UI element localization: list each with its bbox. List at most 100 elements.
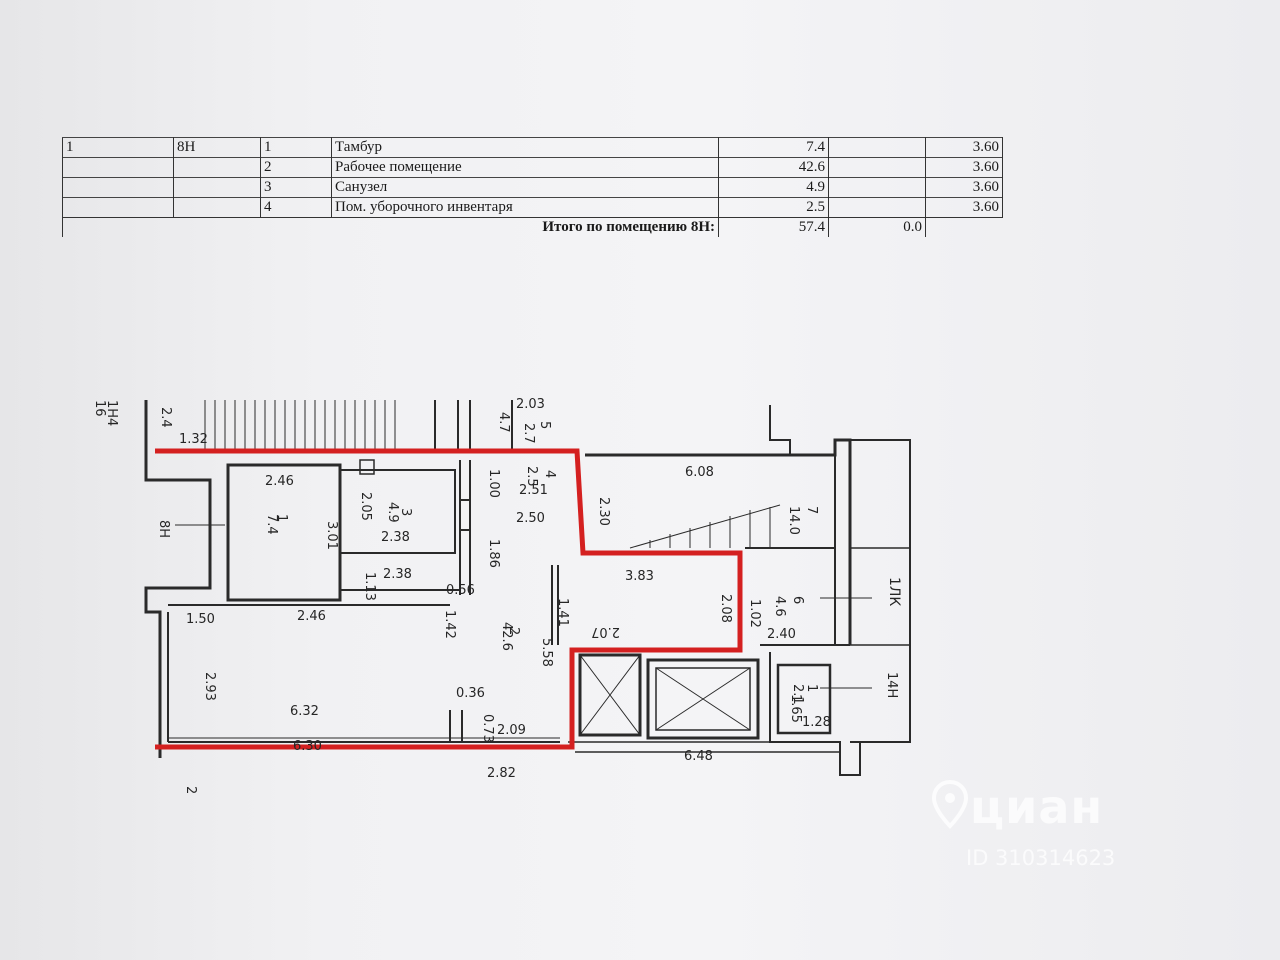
cell-area: 42.6: [718, 157, 829, 178]
watermark-id: ID 310314623: [966, 846, 1116, 870]
dim: 2.30: [596, 497, 611, 526]
dim: 2.93: [202, 672, 217, 701]
dim: 2.40: [767, 627, 796, 642]
cell-empty: [828, 137, 926, 158]
cell-room-num: 3: [260, 177, 332, 198]
cell-empty: [925, 217, 1003, 237]
room-num-7: 7: [804, 506, 819, 514]
plan-labels: 8Н 1ЛК 14Н 1Н4 16 2 1 7.4 3 4.9 2 42.6 4…: [92, 397, 902, 794]
room-num-6: 6: [790, 596, 805, 604]
room-area-6: 4.6: [772, 596, 787, 617]
plan-walls: [144, 400, 911, 776]
cell-area: 4.9: [718, 177, 829, 198]
cell-area: 7.4: [718, 137, 829, 158]
unit-label-1n4: 1Н4: [104, 400, 119, 426]
room-area-7: 14.0: [786, 506, 801, 535]
dim: 6.30: [293, 739, 322, 754]
location-pin-icon: [931, 779, 969, 829]
dim: 3.01: [324, 521, 339, 550]
cell-floor: [62, 197, 174, 218]
dim: 3.83: [625, 569, 654, 584]
cell-premise: [173, 157, 261, 178]
dim: 1.13: [362, 572, 377, 601]
cell-room-name: Пом. уборочного инвентаря: [331, 197, 719, 218]
unit-label-8n: 8Н: [156, 520, 171, 538]
dim: 5.58: [539, 638, 554, 667]
table-row: 3 Санузел 4.9 3.60: [62, 177, 1003, 198]
room-area-1: 7.4: [264, 514, 279, 535]
dim: 1.50: [186, 612, 215, 627]
cell-empty: [828, 177, 926, 198]
cell-room-num: 4: [260, 197, 332, 218]
total-extra: 0.0: [828, 217, 926, 237]
table-row: 4 Пом. уборочного инвентаря 2.5 3.60: [62, 197, 1003, 218]
unit-label-16: 16: [92, 400, 107, 417]
table-row: 1 8Н 1 Тамбур 7.4 3.60: [62, 137, 1003, 158]
table-total-row: Итого по помещению 8Н: 57.4 0.0: [62, 217, 1003, 237]
dim: 6.48: [684, 749, 713, 764]
dim: 0.36: [456, 686, 485, 701]
dim: 2.51: [519, 483, 548, 498]
cell-height: 3.60: [925, 177, 1003, 198]
cell-floor: [62, 157, 174, 178]
dim: 2.03: [516, 397, 545, 412]
room-area-3: 4.9: [385, 502, 400, 523]
dim: 6.32: [290, 704, 319, 719]
cell-room-num: 2: [260, 157, 332, 178]
dim: 2.07: [591, 624, 620, 639]
table-row: 2 Рабочее помещение 42.6 3.60: [62, 157, 1003, 178]
dim: 1.42: [442, 610, 457, 639]
room-num-5: 5: [537, 421, 552, 429]
cell-room-num: 1: [260, 137, 332, 158]
dim: 2.46: [297, 609, 326, 624]
dim: 1.28: [802, 715, 831, 730]
dim: 0.56: [446, 583, 475, 598]
room-num-4: 4: [542, 470, 557, 478]
dim: 2.38: [383, 567, 412, 582]
dim: 2.38: [381, 530, 410, 545]
total-label: Итого по помещению 8Н:: [62, 217, 719, 237]
dim: 1.32: [179, 432, 208, 447]
explication-table: 1 8Н 1 Тамбур 7.4 3.60 2 Рабочее помещен…: [62, 137, 1003, 237]
room-num-1: 1: [274, 514, 289, 522]
cell-premise: 8Н: [173, 137, 261, 158]
cell-premise: [173, 197, 261, 218]
dim: 2.4: [158, 407, 173, 428]
room-area-4: 2.5: [524, 466, 539, 487]
highlight-boundary: [155, 448, 743, 750]
room-area-lk: 2.1: [790, 684, 805, 705]
dim: 1.02: [747, 599, 762, 628]
cell-premise: [173, 177, 261, 198]
unit-label-14n: 14Н: [884, 672, 899, 698]
cell-height: 3.60: [925, 137, 1003, 158]
cell-area: 2.5: [718, 197, 829, 218]
dim: 2.46: [265, 474, 294, 489]
room-num-3: 3: [398, 508, 413, 516]
cell-room-name: Санузел: [331, 177, 719, 198]
total-area: 57.4: [718, 217, 829, 237]
dim: 2.09: [497, 723, 526, 738]
room-num-lk: 1: [804, 684, 819, 692]
room-area-2: 42.6: [499, 622, 514, 651]
watermark-brand: циан: [970, 780, 1104, 834]
dim: 2.08: [718, 594, 733, 623]
dim: 1.65: [788, 694, 803, 723]
dim: 2.82: [487, 766, 516, 781]
dim: 6.08: [685, 465, 714, 480]
dim: 1.00: [486, 469, 501, 498]
room-num-2: 2: [506, 627, 521, 635]
dim: 1.86: [486, 539, 501, 568]
cell-room-name: Рабочее помещение: [331, 157, 719, 178]
cian-watermark: циан ID 310314623: [930, 778, 1170, 878]
cell-empty: [828, 197, 926, 218]
dim: 0.73: [480, 714, 495, 743]
room-area-5: 2.7: [521, 423, 536, 444]
cell-floor: [62, 177, 174, 198]
cell-floor: 1: [62, 137, 174, 158]
cell-room-name: Тамбур: [331, 137, 719, 158]
unit-label-1lk: 1ЛК: [886, 577, 902, 606]
cell-empty: [828, 157, 926, 178]
dim: 2.50: [516, 511, 545, 526]
dim: 1.41: [555, 598, 570, 627]
